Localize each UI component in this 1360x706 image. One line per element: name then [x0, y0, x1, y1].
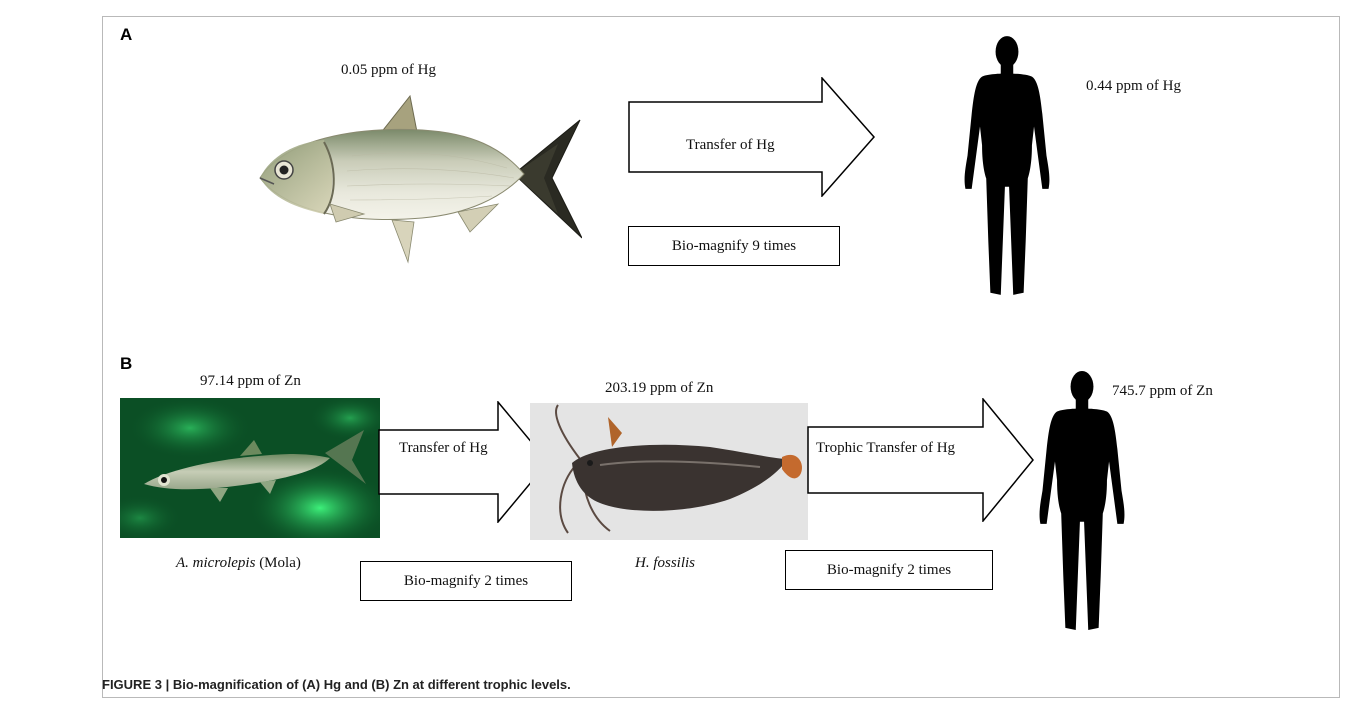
panel-a-biomagnify-box: Bio-magnify 9 times	[628, 226, 840, 266]
fish1-species: A. microlepis	[176, 555, 255, 571]
panel-a-letter: A	[120, 25, 132, 45]
figure-caption: FIGURE 3 | Bio-magnification of (A) Hg a…	[102, 677, 571, 692]
panel-b-fish2-concentration: 203.19 ppm of Zn	[605, 380, 713, 397]
panel-a-arrow-label: Transfer of Hg	[686, 137, 775, 154]
catfish-image	[530, 403, 808, 540]
panel-a-human-concentration: 0.44 ppm of Hg	[1086, 78, 1181, 95]
panel-b-human-concentration: 745.7 ppm of Zn	[1112, 383, 1213, 400]
panel-b-letter: B	[120, 354, 132, 374]
panel-a-fish-concentration: 0.05 ppm of Hg	[341, 62, 436, 79]
panel-b-fish2-name: H. fossilis	[635, 555, 695, 572]
fish1-common-name: (Mola)	[255, 555, 300, 571]
panel-b-transfer-arrow-2	[807, 398, 1035, 522]
panel-b-biomagnify-label-1: Bio-magnify 2 times	[404, 573, 528, 590]
panel-b-biomagnify-box-1: Bio-magnify 2 times	[360, 561, 572, 601]
human-silhouette-b	[1030, 366, 1134, 636]
panel-b-biomagnify-label-2: Bio-magnify 2 times	[827, 562, 951, 579]
panel-b-transfer-arrow-1	[378, 401, 550, 523]
mola-fish-image	[120, 398, 380, 538]
shad-fish-image	[252, 86, 582, 266]
panel-b-biomagnify-box-2: Bio-magnify 2 times	[785, 550, 993, 590]
panel-b-arrow1-label: Transfer of Hg	[399, 440, 488, 457]
human-silhouette-a	[955, 33, 1059, 299]
panel-b-arrow2-label: Trophic Transfer of Hg	[816, 440, 955, 457]
panel-b-fish1-concentration: 97.14 ppm of Zn	[200, 373, 301, 390]
panel-b-fish1-name: A. microlepis (Mola)	[176, 555, 301, 572]
panel-a-biomagnify-label: Bio-magnify 9 times	[672, 238, 796, 255]
